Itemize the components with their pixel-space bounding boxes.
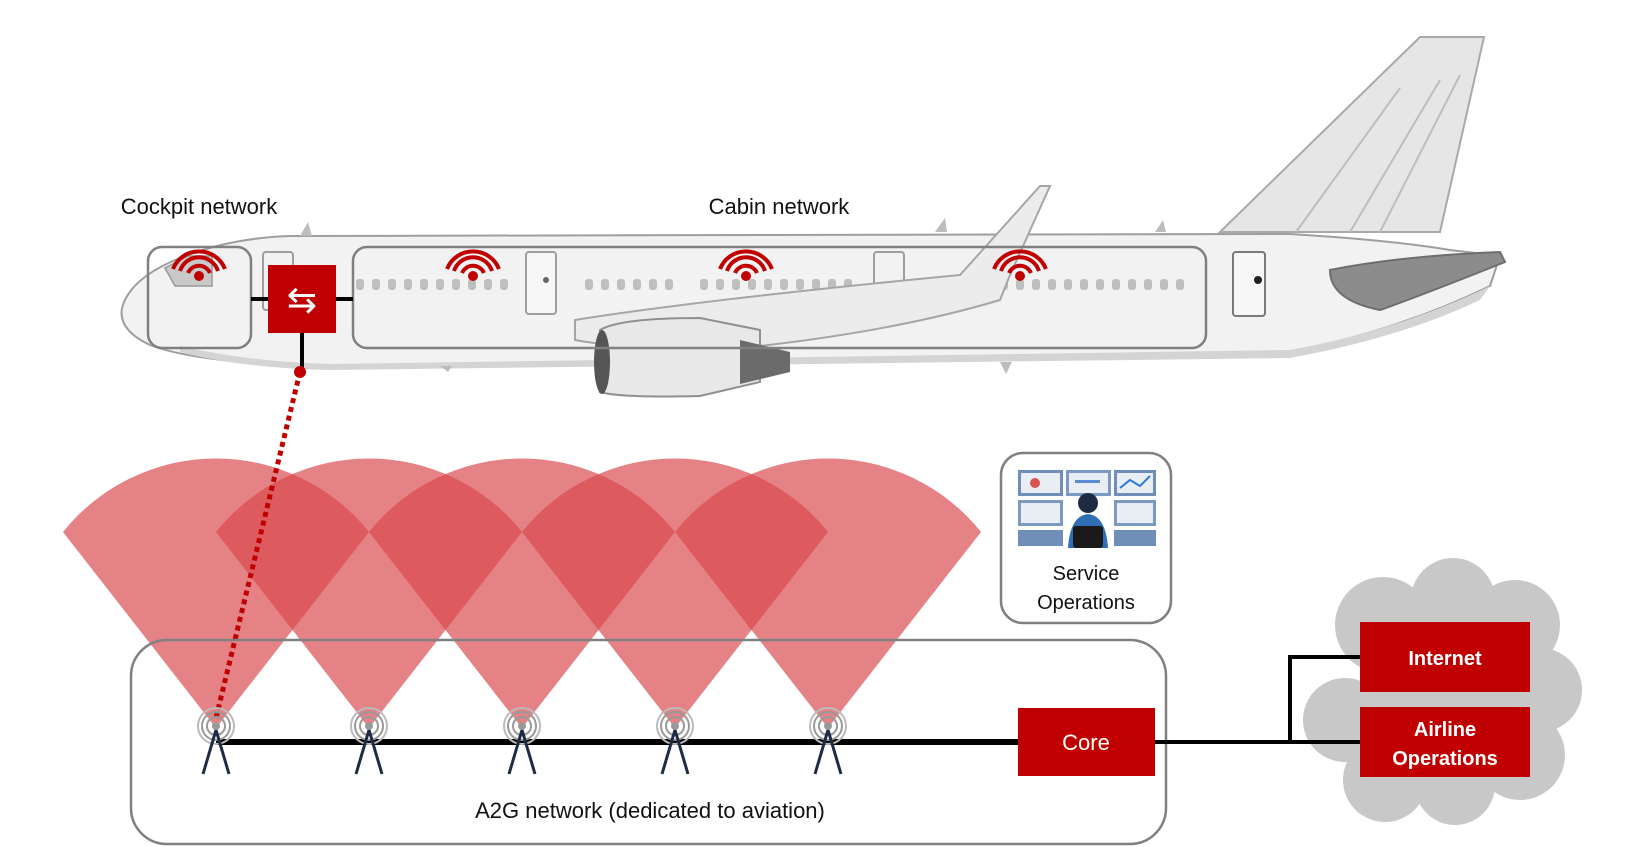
aircraft-engine — [594, 316, 790, 398]
wifi-icon — [718, 249, 774, 281]
core-to-internet-link — [1155, 655, 1360, 744]
internet-label: Internet — [1408, 648, 1482, 670]
internet-box — [1360, 622, 1530, 692]
cockpit-network-label: Cockpit network — [121, 194, 279, 219]
wifi-icon — [171, 249, 227, 281]
wifi-icon — [992, 249, 1048, 281]
service-operations-label-line-2: Operations — [1037, 592, 1135, 614]
operator-workstation-icon — [1018, 470, 1156, 548]
router-box — [268, 265, 336, 333]
coverage-cones — [63, 458, 981, 728]
airline-operations-label-line-1: Airline — [1414, 719, 1476, 741]
service-operations-label-line-1: Service — [1053, 563, 1120, 585]
cabin-network-label: Cabin network — [709, 194, 851, 219]
aircraft-vertical-tail — [1217, 36, 1486, 233]
airline-operations-box — [1360, 707, 1530, 777]
aircraft-door — [1232, 251, 1266, 317]
coverage-cone — [675, 458, 981, 728]
aircraft-horizontal-stabilizer — [1328, 250, 1507, 312]
router-icon: ⇆ — [287, 280, 317, 321]
cell-tower-icon — [809, 707, 847, 775]
airline-operations-label-line-2: Operations — [1392, 748, 1498, 770]
a2g-network-label: A2G network (dedicated to aviation) — [475, 798, 825, 823]
core-box — [1018, 708, 1155, 776]
cell-tower-icon — [503, 707, 541, 775]
wifi-icon — [445, 249, 501, 281]
core-label: Core — [1062, 730, 1110, 755]
cell-tower-icon — [197, 707, 235, 775]
cell-tower-icon — [350, 707, 388, 775]
aircraft-door — [525, 251, 557, 315]
cell-tower-icon — [656, 707, 694, 775]
